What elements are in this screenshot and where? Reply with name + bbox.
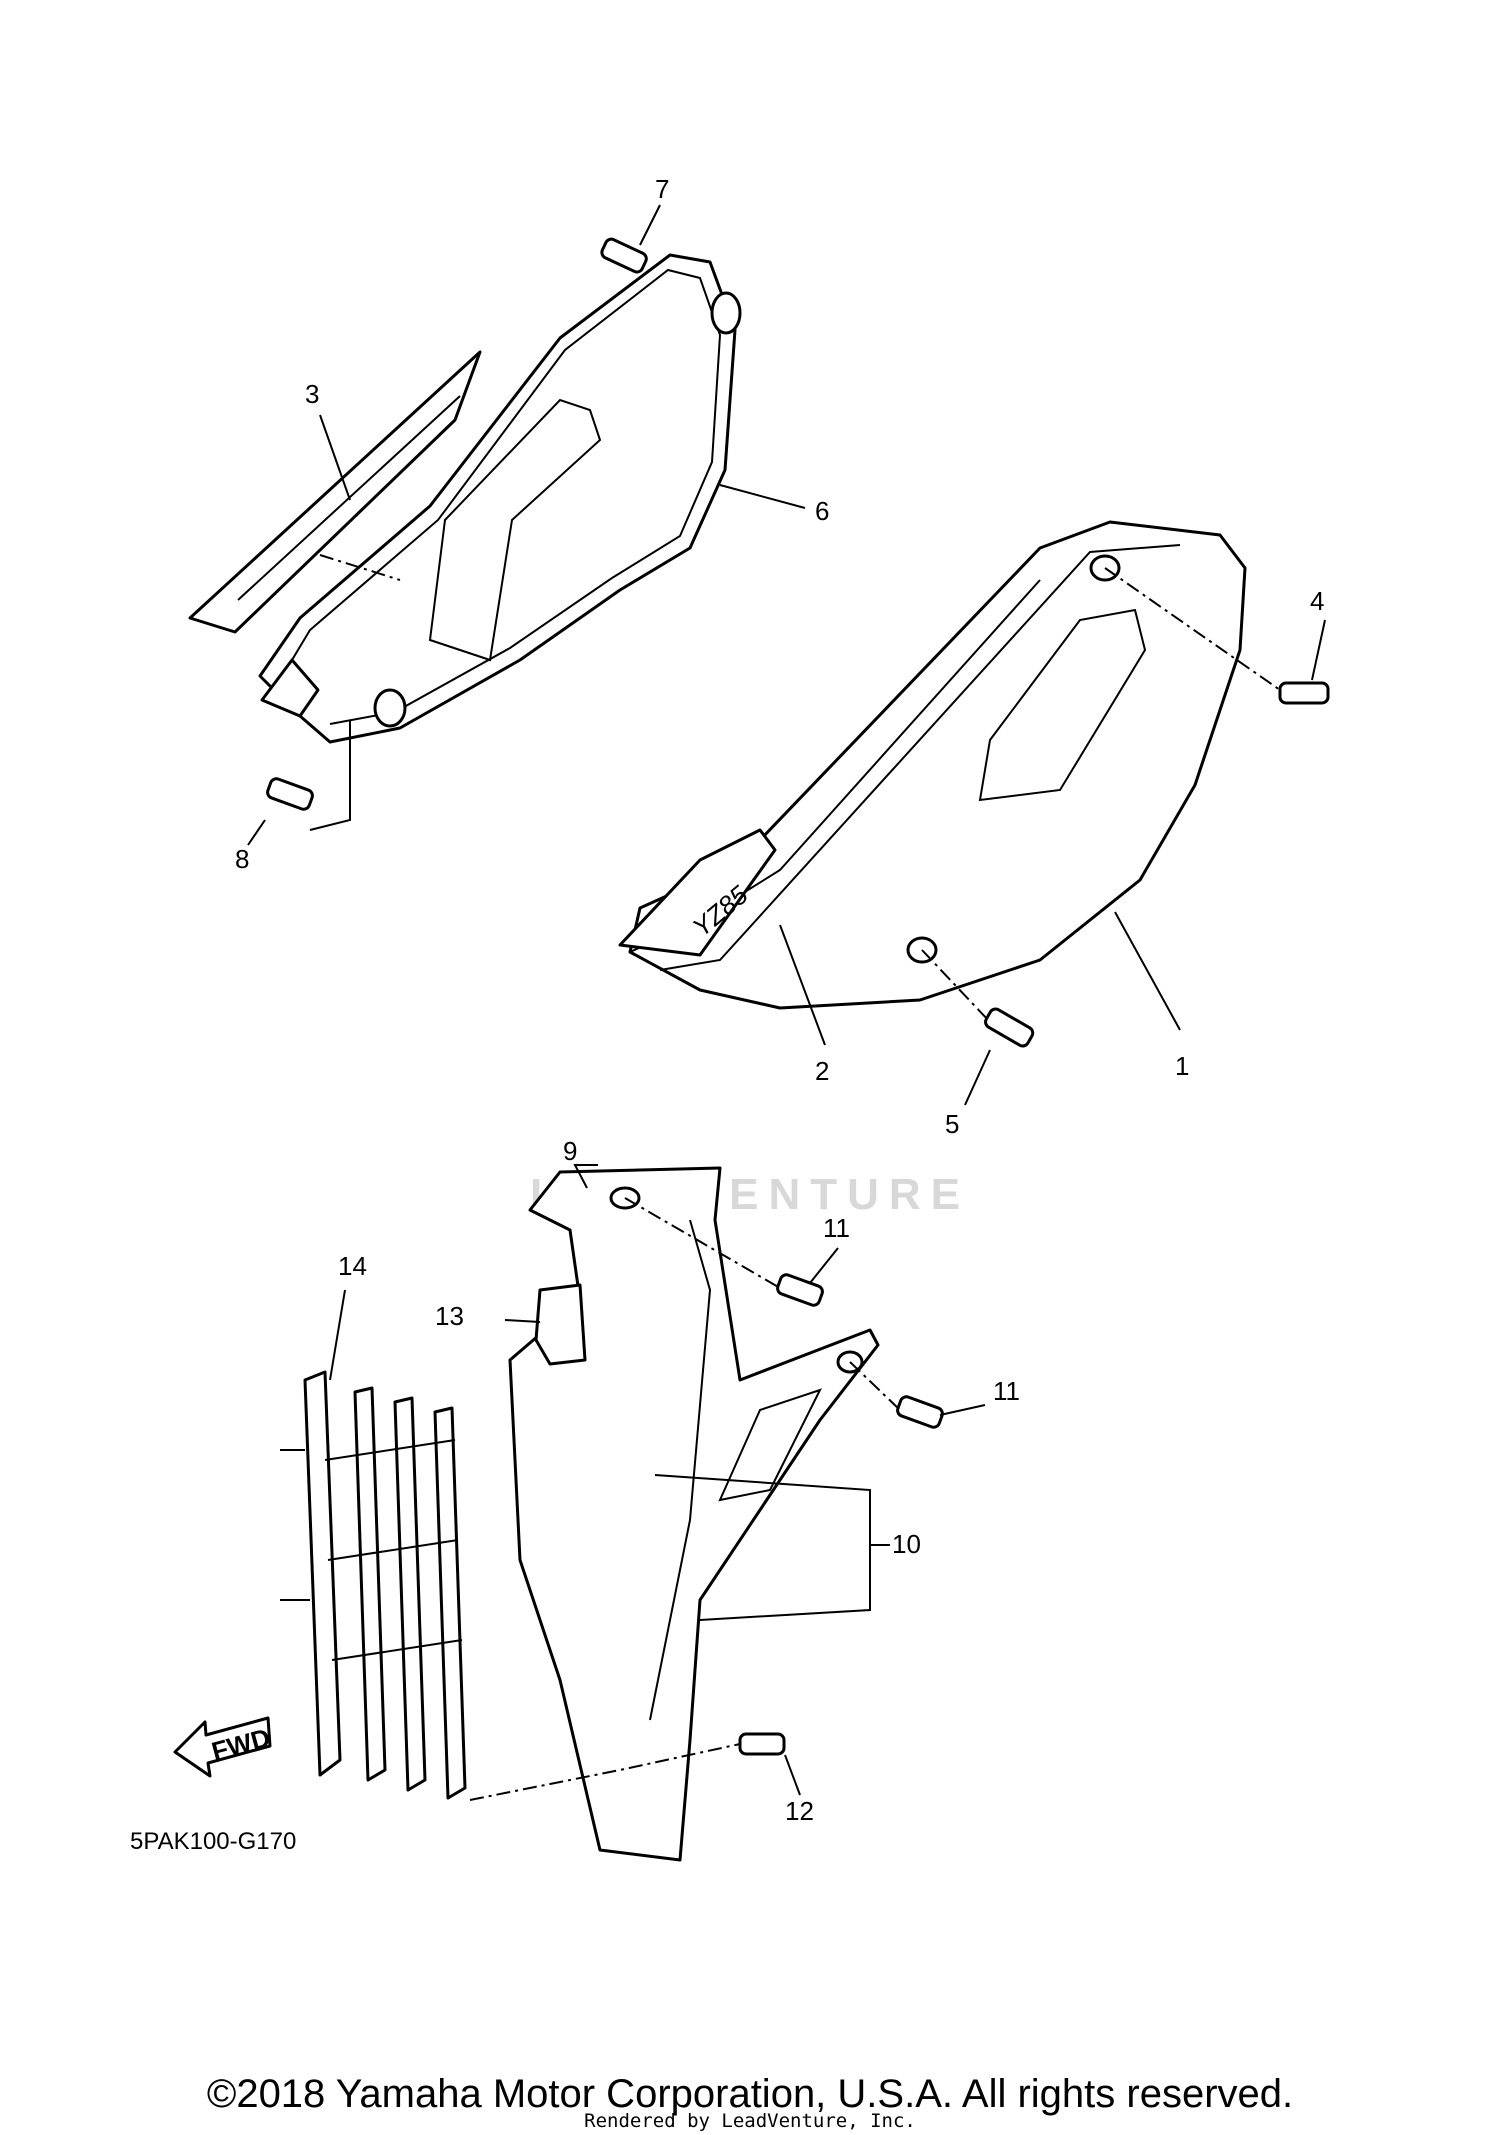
callout-1: 1: [1175, 1051, 1189, 1081]
assembly-line: [624, 1197, 781, 1289]
assembly-line: [849, 1361, 901, 1411]
bolt-5: [984, 1007, 1035, 1048]
bolt-8: [266, 777, 314, 811]
callout-2: 2: [815, 1056, 829, 1086]
callout-14: 14: [338, 1251, 367, 1281]
callout-13: 13: [435, 1301, 464, 1331]
leader-4: [1311, 619, 1326, 681]
leader-1: [1114, 911, 1181, 1031]
fwd-arrow-icon: FWD: [173, 1716, 273, 1778]
leader-11-upper: [809, 1247, 839, 1284]
callout-6: 6: [815, 496, 829, 526]
callout-5: 5: [945, 1109, 959, 1139]
callout-3: 3: [305, 379, 319, 409]
bolt-11-upper: [776, 1273, 824, 1307]
leader-8: [247, 720, 351, 846]
leader-6: [719, 484, 806, 509]
leader-13: [504, 1319, 541, 1323]
bolt-4: [1278, 681, 1330, 705]
rendered-by: Rendered by LeadVenture, Inc.: [584, 2110, 916, 2132]
part-14-louver: [280, 1370, 467, 1800]
leader-11-lower: [939, 1404, 986, 1416]
part-13-pad: [534, 1283, 587, 1366]
part-6-side-cover: [258, 253, 742, 744]
assembly-line: [1104, 567, 1281, 691]
callout-9: 9: [563, 1136, 577, 1166]
leader-7: [639, 204, 661, 246]
callout-12: 12: [785, 1796, 814, 1826]
callout-11-lower: 11: [993, 1376, 1020, 1406]
leader-14: [329, 1289, 346, 1381]
bolt-12: [738, 1732, 786, 1756]
part-9-shroud: [508, 1166, 880, 1862]
assembly-line: [921, 949, 991, 1023]
leader-5: [964, 1049, 991, 1106]
leader-9: [573, 1164, 598, 1189]
leader-2: [779, 924, 826, 1046]
leader-12: [784, 1754, 801, 1796]
assembly-line: [319, 554, 401, 581]
bolt-7: [600, 237, 648, 274]
callout-7: 7: [655, 174, 669, 204]
leader-3: [319, 414, 351, 501]
callout-4: 4: [1310, 586, 1324, 616]
bolt-11-lower: [896, 1395, 944, 1429]
part-1-side-panel: [628, 520, 1247, 1010]
leader-10: [654, 1474, 890, 1621]
callout-10: 10: [892, 1529, 921, 1559]
fwd-label: FWD: [208, 1722, 273, 1766]
callout-8: 8: [235, 844, 249, 874]
copyright: ©2018 Yamaha Motor Corporation, U.S.A. A…: [206, 2072, 1294, 2116]
drawing-code: 5PAK100-G170: [130, 1828, 297, 1855]
callout-11-upper: 11: [823, 1213, 850, 1243]
part-2-decal: YZ85: [618, 828, 777, 957]
